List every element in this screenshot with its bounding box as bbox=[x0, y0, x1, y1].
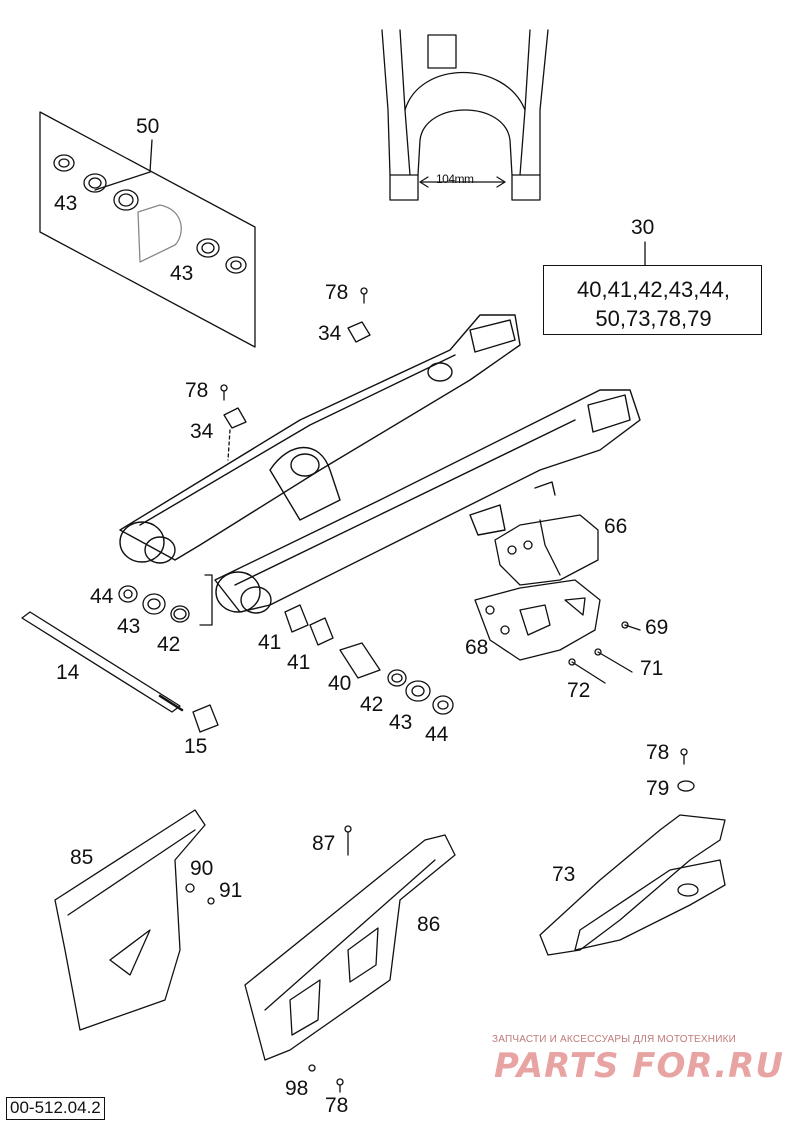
callout-44: 44 bbox=[90, 585, 114, 608]
callout-42: 42 bbox=[360, 693, 384, 716]
swingarm-width-detail bbox=[381, 29, 549, 201]
kit-line-1: 40,41,42,43,44, bbox=[577, 277, 730, 302]
callout-41: 41 bbox=[287, 651, 311, 674]
callout-85: 85 bbox=[70, 846, 94, 869]
width-dimension-label: 104mm bbox=[436, 172, 474, 186]
callout-34: 34 bbox=[318, 322, 342, 345]
callout-69: 69 bbox=[645, 616, 669, 639]
callout-73: 73 bbox=[552, 863, 576, 886]
callout-43: 43 bbox=[389, 711, 413, 734]
callout-98: 98 bbox=[285, 1077, 309, 1100]
callout-72: 72 bbox=[567, 679, 591, 702]
callout-34: 34 bbox=[190, 420, 214, 443]
watermark-tagline: ЗАПЧАСТИ И АКСЕССУАРЫ ДЛЯ МОТОТЕХНИКИ bbox=[492, 1034, 737, 1045]
callout-14: 14 bbox=[56, 661, 80, 684]
watermark-brand: PARTS FOR.RU bbox=[494, 1046, 784, 1086]
callout-78: 78 bbox=[325, 1094, 349, 1117]
swingarm bbox=[119, 314, 641, 614]
chain-guard-86 bbox=[244, 825, 456, 1093]
callout-90: 90 bbox=[190, 857, 214, 880]
chain-guide-bolts bbox=[568, 621, 641, 684]
callout-91: 91 bbox=[219, 879, 243, 902]
bearing-kit-box bbox=[39, 111, 256, 348]
callout-42: 42 bbox=[157, 633, 181, 656]
callout-30: 30 bbox=[631, 216, 655, 239]
callout-68: 68 bbox=[465, 636, 489, 659]
callout-86: 86 bbox=[417, 913, 441, 936]
chain-guard-85 bbox=[54, 809, 215, 1031]
pivot-bearings bbox=[118, 574, 454, 715]
callout-43: 43 bbox=[54, 192, 78, 215]
diagram-code: 00-512.04.2 bbox=[6, 1097, 105, 1120]
callout-15: 15 bbox=[184, 735, 208, 758]
callout-87: 87 bbox=[312, 832, 336, 855]
callout-44: 44 bbox=[425, 723, 449, 746]
callout-40: 40 bbox=[328, 672, 352, 695]
kit-contents-box: 40,41,42,43,44, 50,73,78,79 bbox=[543, 265, 762, 335]
callout-43: 43 bbox=[170, 262, 194, 285]
chain-slider-guide bbox=[474, 514, 601, 661]
callout-50: 50 bbox=[136, 115, 160, 138]
clips bbox=[220, 287, 371, 461]
callout-78: 78 bbox=[325, 281, 349, 304]
callout-41: 41 bbox=[258, 631, 282, 654]
kit-line-2: 50,73,78,79 bbox=[595, 306, 712, 331]
pivot-axle bbox=[21, 611, 219, 733]
callout-43: 43 bbox=[117, 615, 141, 638]
callout-78: 78 bbox=[646, 741, 670, 764]
callout-71: 71 bbox=[640, 657, 664, 680]
callout-66: 66 bbox=[604, 515, 628, 538]
chain-slider bbox=[539, 748, 726, 956]
callout-79: 79 bbox=[646, 777, 670, 800]
callout-78: 78 bbox=[185, 379, 209, 402]
